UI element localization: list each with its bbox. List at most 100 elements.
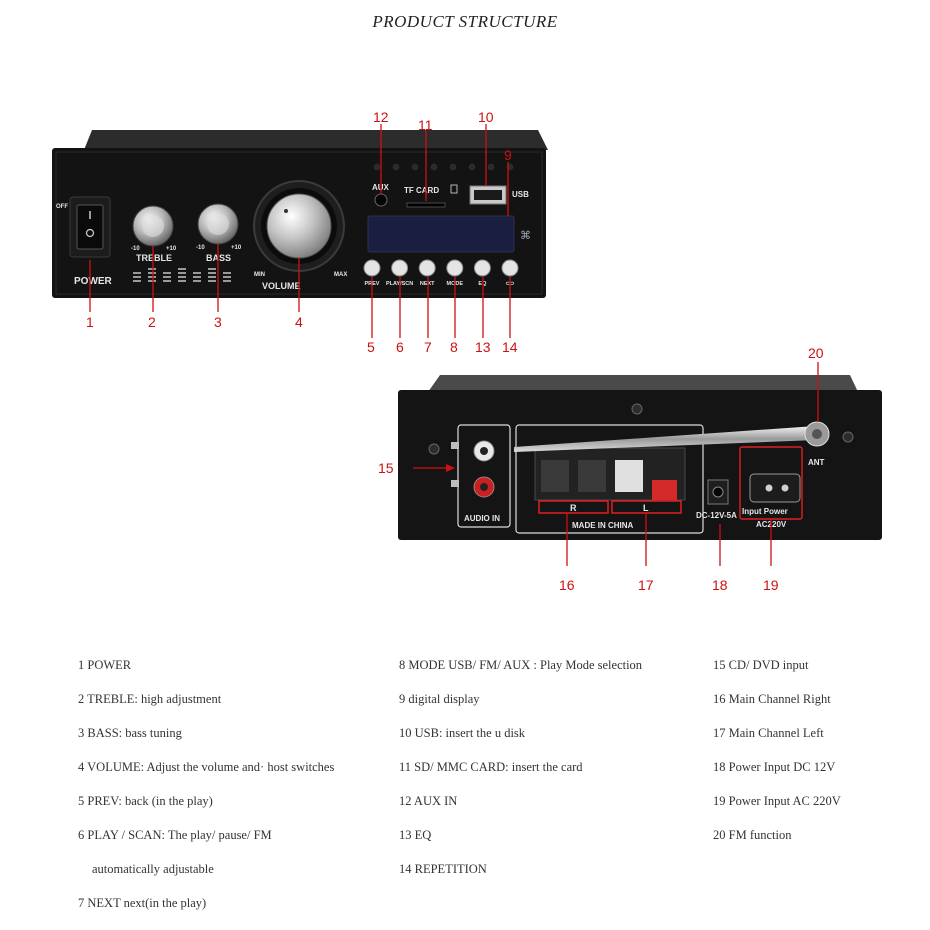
digital-display	[367, 215, 515, 253]
callout-15: 15	[378, 460, 394, 476]
speaker-terminals-frame	[515, 424, 704, 534]
volume-min-label: MIN	[254, 272, 265, 278]
callout-7: 7	[424, 339, 432, 355]
legend-item-5: 5 PREV: back (in the play)	[78, 794, 213, 808]
callout-9: 9	[504, 147, 512, 163]
rear-panel: AUDIO IN R L MADE IN CHINA ANT DC-12V-5A…	[398, 375, 882, 540]
front-button-2[interactable]	[391, 259, 409, 277]
eq-bars-decoration	[133, 268, 231, 282]
speaker-terminal-r-minus[interactable]	[541, 460, 569, 492]
rear-top-screw	[631, 403, 643, 415]
rear-right-screw	[842, 431, 854, 443]
speaker-terminal-l-minus[interactable]	[615, 460, 643, 492]
off-label: OFF	[56, 204, 68, 210]
antenna-rod	[514, 426, 816, 452]
legend-item-10: 10 USB: insert the u disk	[399, 726, 526, 740]
front-panel-lid	[84, 130, 548, 150]
treble-knob-cap	[142, 215, 164, 237]
legend-item-16: 16 Main Channel Right	[713, 692, 831, 706]
bass-max-label: +10	[231, 245, 242, 251]
bass-knob-cap	[207, 213, 229, 235]
tf-card-slot[interactable]	[406, 202, 446, 208]
usb-label: USB	[512, 190, 529, 199]
tf-card-icon	[450, 184, 458, 194]
volume-max-label: MAX	[334, 272, 347, 278]
legend-item-9: 9 digital display	[399, 692, 480, 706]
callout-2: 2	[148, 314, 156, 330]
speaker-r-label: R	[570, 503, 577, 513]
callout-3: 3	[214, 314, 222, 330]
ac-input-pin-left	[765, 484, 773, 492]
legend-item-3: 3 BASS: bass tuning	[78, 726, 182, 740]
legend-item-7: 7 NEXT next(in the play)	[78, 896, 207, 910]
callout-13: 13	[475, 339, 491, 355]
legend-item-17: 17 Main Channel Left	[713, 726, 824, 740]
usb-port-inner	[474, 190, 502, 200]
legend-item-6-continued: automatically adjustable	[92, 862, 214, 876]
legend-item-6: 6 PLAY / SCAN: The play/ pause/ FM	[78, 828, 272, 842]
volume-label: VOLUME	[262, 281, 301, 291]
speaker-l-label: L	[643, 503, 649, 513]
audio-in-label: AUDIO IN	[464, 514, 500, 523]
legend-item-1: 1 POWER	[78, 658, 132, 672]
legend-item-8: 8 MODE USB/ FM/ AUX : Play Mode selectio…	[399, 658, 643, 672]
legend-item-2: 2 TREBLE: high adjustment	[78, 692, 222, 706]
speaker-terminal-l-plus[interactable]	[652, 480, 677, 500]
front-button-6[interactable]	[501, 259, 519, 277]
callout-numbers: 1 2 3 4 5 6 7 8 13 14 12 11 10 9 15 16 1…	[86, 109, 824, 593]
callout-5: 5	[367, 339, 375, 355]
aux-jack[interactable]	[374, 193, 388, 207]
front-panel: OFF POWER -10 +10 TREBLE -10 +10 BASS	[52, 130, 548, 298]
legend-item-18: 18 Power Input DC 12V	[713, 760, 836, 774]
made-in-china-label: MADE IN CHINA	[572, 521, 634, 530]
power-switch-off-mark	[85, 228, 95, 238]
dc-jack-core	[712, 486, 724, 498]
callout-15-arrowhead	[446, 464, 455, 472]
volume-knob[interactable]	[266, 193, 332, 259]
bass-min-label: -10	[196, 245, 205, 251]
legend-column-3: 15 CD/ DVD input 16 Main Channel Right 1…	[713, 648, 841, 852]
front-button-1[interactable]	[363, 259, 381, 277]
callout-17: 17	[638, 577, 654, 593]
callout-leaders	[89, 124, 819, 566]
callout-14: 14	[502, 339, 518, 355]
legend-item-19: 19 Power Input AC 220V	[713, 794, 841, 808]
tf-card-label: TF CARD	[404, 186, 439, 195]
audio-in-tab-bottom	[451, 480, 459, 487]
audio-in-tab-top	[451, 442, 459, 449]
power-switch[interactable]	[76, 204, 104, 250]
legend-item-11: 11 SD/ MMC CARD: insert the card	[399, 760, 583, 774]
callout-6: 6	[396, 339, 404, 355]
front-button-4[interactable]	[446, 259, 464, 277]
volume-knob-indicator	[284, 209, 288, 213]
legend: 1 POWER 2 TREBLE: high adjustment 3 BASS…	[0, 648, 930, 918]
legend-column-2: 8 MODE USB/ FM/ AUX : Play Mode selectio…	[399, 648, 642, 886]
power-label: POWER	[74, 276, 113, 287]
callout-8: 8	[450, 339, 458, 355]
legend-item-15: 15 CD/ DVD input	[713, 658, 809, 672]
callout-11: 11	[418, 117, 433, 133]
callout-4: 4	[295, 314, 303, 330]
treble-min-label: -10	[131, 246, 140, 252]
front-button-3[interactable]	[418, 259, 436, 277]
callout-1: 1	[86, 314, 94, 330]
product-diagram: OFF POWER -10 +10 TREBLE -10 +10 BASS	[52, 109, 882, 593]
rear-panel-lid	[428, 375, 858, 392]
callout-12: 12	[373, 109, 389, 125]
dc-rating-label: DC-12V-5A	[696, 511, 737, 520]
led-row-decoration	[373, 163, 514, 171]
callout-19: 19	[763, 577, 779, 593]
legend-item-13: 13 EQ	[399, 828, 432, 842]
ac-input-socket[interactable]	[749, 473, 801, 503]
page-title: PRODUCT STRUCTURE	[372, 12, 558, 31]
legend-item-14: 14 REPETITION	[399, 862, 487, 876]
speaker-terminal-r-plus[interactable]	[578, 460, 606, 492]
bluetooth-icon: ⌘	[520, 229, 531, 242]
antenna-base-core	[812, 429, 822, 439]
rear-left-screw	[428, 443, 440, 455]
speaker-r-bracket	[538, 500, 609, 514]
legend-item-20: 20 FM function	[713, 828, 792, 842]
front-button-5[interactable]	[473, 259, 491, 277]
callout-18: 18	[712, 577, 728, 593]
audio-in-jack-white-core	[480, 447, 488, 455]
